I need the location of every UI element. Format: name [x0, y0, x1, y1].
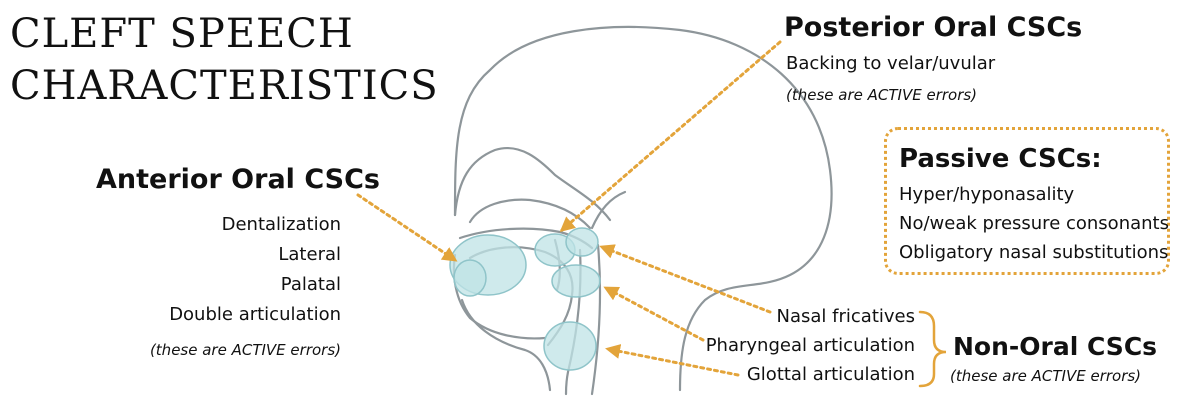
non-oral-item: Nasal fricatives: [776, 306, 915, 327]
arrow-pharyngeal: [603, 286, 705, 342]
posterior-item: Backing to velar/uvular: [786, 53, 996, 74]
non-oral-item: Pharyngeal articulation: [705, 335, 915, 356]
posterior-heading: Posterior Oral CSCs: [784, 12, 1083, 43]
passive-box: Passive CSCs: Hyper/hyponasality No/weak…: [884, 127, 1170, 275]
nasal-cavity: [468, 198, 592, 230]
non-oral-note: (these are ACTIVE errors): [950, 367, 1142, 385]
non-oral-list: Nasal fricatives Pharyngeal articulation…: [706, 302, 915, 389]
arrows: [356, 40, 782, 377]
glottal-region: [543, 321, 597, 371]
arrow-glottal: [605, 343, 740, 377]
page-title: CLEFT SPEECH CHARACTERISTICS: [10, 8, 480, 112]
forehead-line: [453, 147, 612, 222]
upper-airway: [590, 190, 627, 230]
anterior-heading: Anterior Oral CSCs: [96, 164, 380, 195]
chin: [460, 298, 552, 392]
non-oral-item: Glottal articulation: [746, 364, 915, 385]
arrow-nasal-fricatives: [599, 244, 772, 314]
anterior-item: Lateral: [278, 244, 341, 265]
posterior-note: (these are ACTIVE errors): [786, 86, 978, 104]
velar-region: [565, 227, 599, 257]
non-oral-brace: [918, 310, 947, 388]
non-oral-heading: Non-Oral CSCs: [953, 332, 1158, 361]
title-line-1: CLEFT SPEECH: [10, 11, 354, 57]
pharyngeal-region: [551, 264, 601, 298]
anterior-item: Palatal: [280, 274, 341, 295]
anterior-note: (these are ACTIVE errors): [149, 341, 341, 359]
passive-item: Obligatory nasal substitutions: [899, 242, 1169, 263]
passive-item: No/weak pressure consonants: [899, 213, 1169, 234]
pharynx-back: [590, 243, 602, 396]
alveolar-region: [453, 259, 487, 297]
passive-item: Hyper/hyponasality: [899, 184, 1075, 205]
arrow-posterior: [559, 40, 782, 232]
anterior-item: Dentalization: [221, 214, 341, 235]
articulation-highlights: [449, 227, 601, 371]
passive-heading: Passive CSCs:: [899, 144, 1102, 174]
anterior-item: Double articulation: [169, 304, 341, 325]
title-line-2: CHARACTERISTICS: [10, 63, 439, 109]
anterior-list: Dentalization Lateral Palatal Double art…: [169, 210, 341, 330]
arrow-anterior: [356, 193, 458, 262]
